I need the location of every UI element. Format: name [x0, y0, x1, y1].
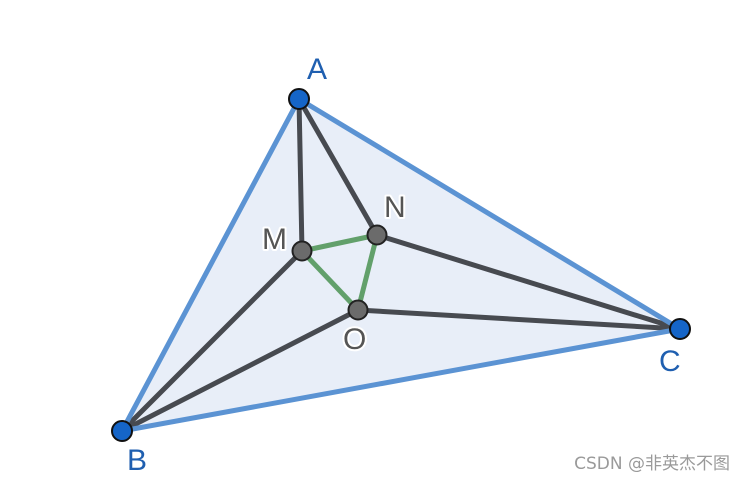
inner-segments	[119, 96, 683, 434]
label-o: O	[343, 323, 366, 356]
point-o[interactable]	[347, 299, 369, 321]
point-c[interactable]	[669, 318, 691, 340]
triangle-abc-fill	[122, 99, 680, 431]
segment-mn	[299, 232, 380, 254]
watermark-text: CSDN @非英杰不图	[574, 454, 730, 474]
point-n[interactable]	[366, 224, 388, 246]
segment-an	[296, 96, 380, 238]
label-n: N	[384, 191, 406, 224]
label-a: A	[307, 53, 327, 86]
segment-co	[355, 307, 683, 332]
triangle-abc-edges	[119, 96, 683, 434]
point-b[interactable]	[111, 420, 133, 442]
segment-mo	[299, 248, 361, 313]
triangle-mno	[299, 232, 380, 313]
point-a[interactable]	[288, 88, 310, 110]
label-c: C	[659, 345, 681, 378]
label-m: M	[262, 223, 287, 256]
segment-am	[296, 96, 305, 254]
point-m[interactable]	[291, 240, 313, 262]
segment-bm	[119, 248, 305, 434]
segment-bo	[119, 307, 361, 434]
label-b: B	[127, 444, 147, 477]
segment-cn	[374, 232, 683, 332]
segment-no	[355, 232, 380, 313]
